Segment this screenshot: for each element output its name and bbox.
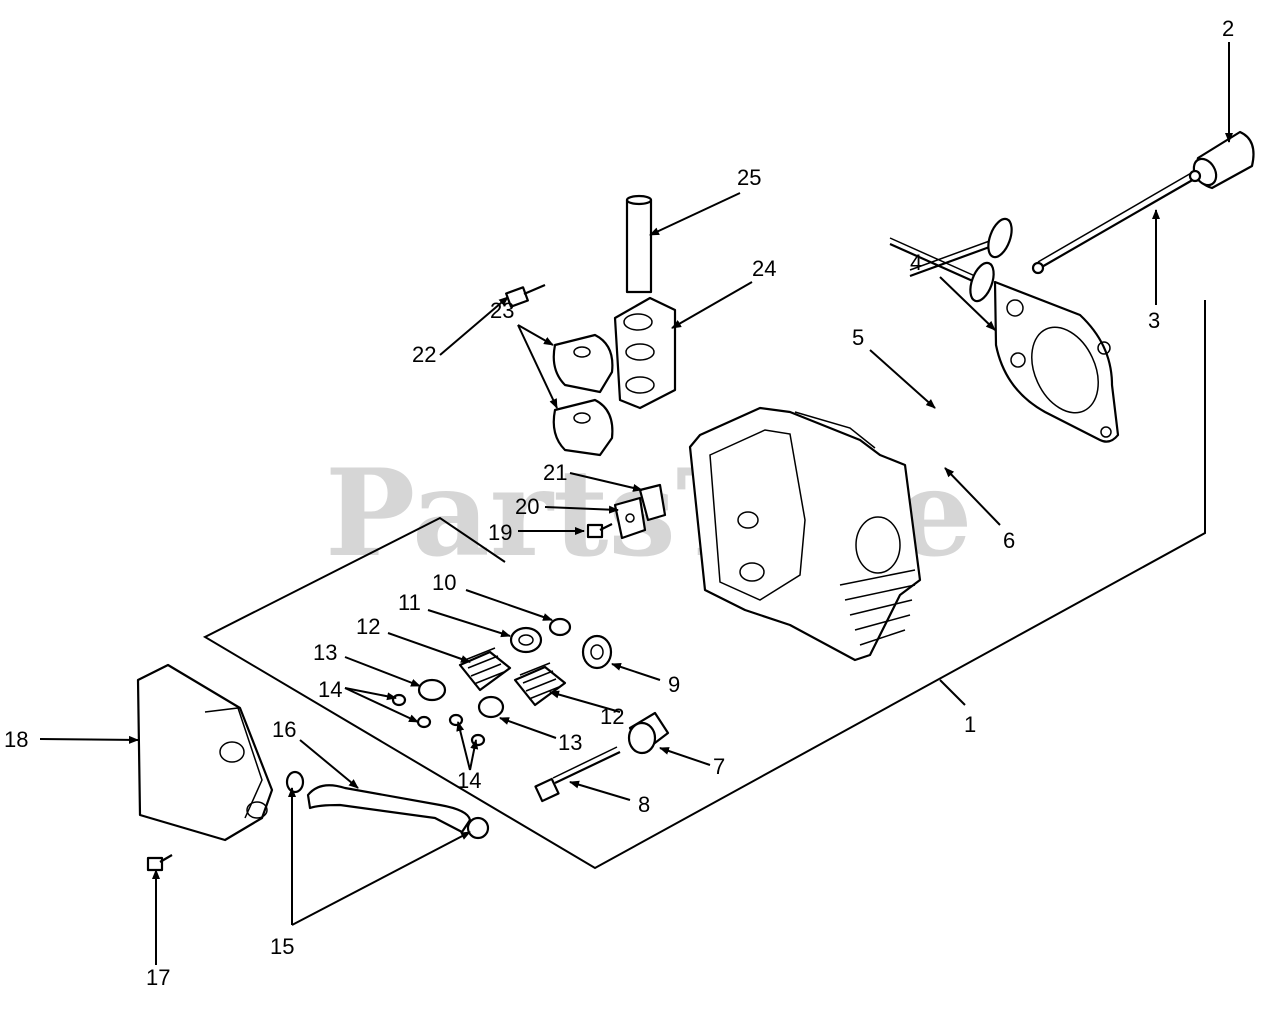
- callout-14b: 14: [457, 768, 481, 793]
- part-11-retainer: [509, 626, 543, 654]
- callout-11: 11: [398, 590, 421, 615]
- callout-3: 3: [1148, 308, 1160, 333]
- part-25-rocker-shaft: [625, 194, 653, 294]
- part-4-gasket: [993, 280, 1120, 443]
- part-17-screw: [146, 854, 173, 872]
- callout-20: 20: [515, 494, 539, 519]
- part-16-breather-tube: [306, 784, 472, 834]
- part-15-clamp-right: [466, 816, 490, 840]
- callout-13b: 13: [558, 730, 582, 755]
- callout-6: 6: [1003, 528, 1015, 553]
- callout-18: 18: [4, 727, 28, 752]
- part-7-spacer: [627, 711, 670, 755]
- part-23-rocker-arm-lower: [552, 398, 614, 457]
- callout-labels: 1 2 3 4 5 6 7 8 9 10 11 12 12 13 13 14 1…: [4, 16, 1234, 990]
- part-9-seal: [581, 634, 613, 670]
- part-18-rocker-cover: [136, 663, 274, 842]
- callout-19: 19: [488, 520, 512, 545]
- part-3-push-rod: [1031, 169, 1202, 275]
- part-21-plate: [638, 483, 667, 522]
- callout-4: 4: [910, 250, 922, 275]
- part-15-clamp-left: [285, 770, 305, 794]
- part-8-bolt: [534, 746, 621, 803]
- callout-25: 25: [737, 165, 761, 190]
- part-13-washer-upper: [417, 678, 447, 702]
- part-12-spring-lower: [513, 662, 567, 707]
- part-12-spring-upper: [458, 647, 512, 692]
- part-19-screw: [586, 523, 613, 539]
- callout-7: 7: [713, 754, 725, 779]
- part-14-keepers: [391, 693, 486, 747]
- callout-16: 16: [272, 717, 296, 742]
- callout-12b: 12: [600, 704, 624, 729]
- callout-17: 17: [146, 965, 170, 990]
- callout-13a: 13: [313, 640, 337, 665]
- callout-2: 2: [1222, 16, 1234, 41]
- callout-22: 22: [412, 342, 436, 367]
- callout-8: 8: [638, 792, 650, 817]
- part-13-washer-lower: [477, 695, 505, 719]
- part-24-rocker-bracket: [613, 296, 677, 410]
- callout-9: 9: [668, 672, 680, 697]
- leader-lines: [39, 42, 1233, 965]
- cylinder-head: [688, 406, 922, 662]
- part-5-valve: [889, 237, 995, 303]
- callout-5: 5: [852, 325, 864, 350]
- callout-15: 15: [270, 934, 294, 959]
- callout-10: 10: [432, 570, 456, 595]
- assembly-bracket: [202, 300, 1206, 870]
- part-23-rocker-arm-upper: [552, 333, 614, 394]
- callout-1: 1: [964, 712, 976, 737]
- callout-14a: 14: [318, 677, 342, 702]
- callout-12a: 12: [356, 614, 380, 639]
- callout-23: 23: [490, 298, 514, 323]
- part-22-screw: [505, 283, 546, 308]
- part-10-keeper: [548, 617, 572, 637]
- callout-21: 21: [543, 460, 567, 485]
- callout-24: 24: [752, 256, 776, 281]
- part-6-valve: [909, 217, 1013, 278]
- part-20-plate: [613, 496, 647, 540]
